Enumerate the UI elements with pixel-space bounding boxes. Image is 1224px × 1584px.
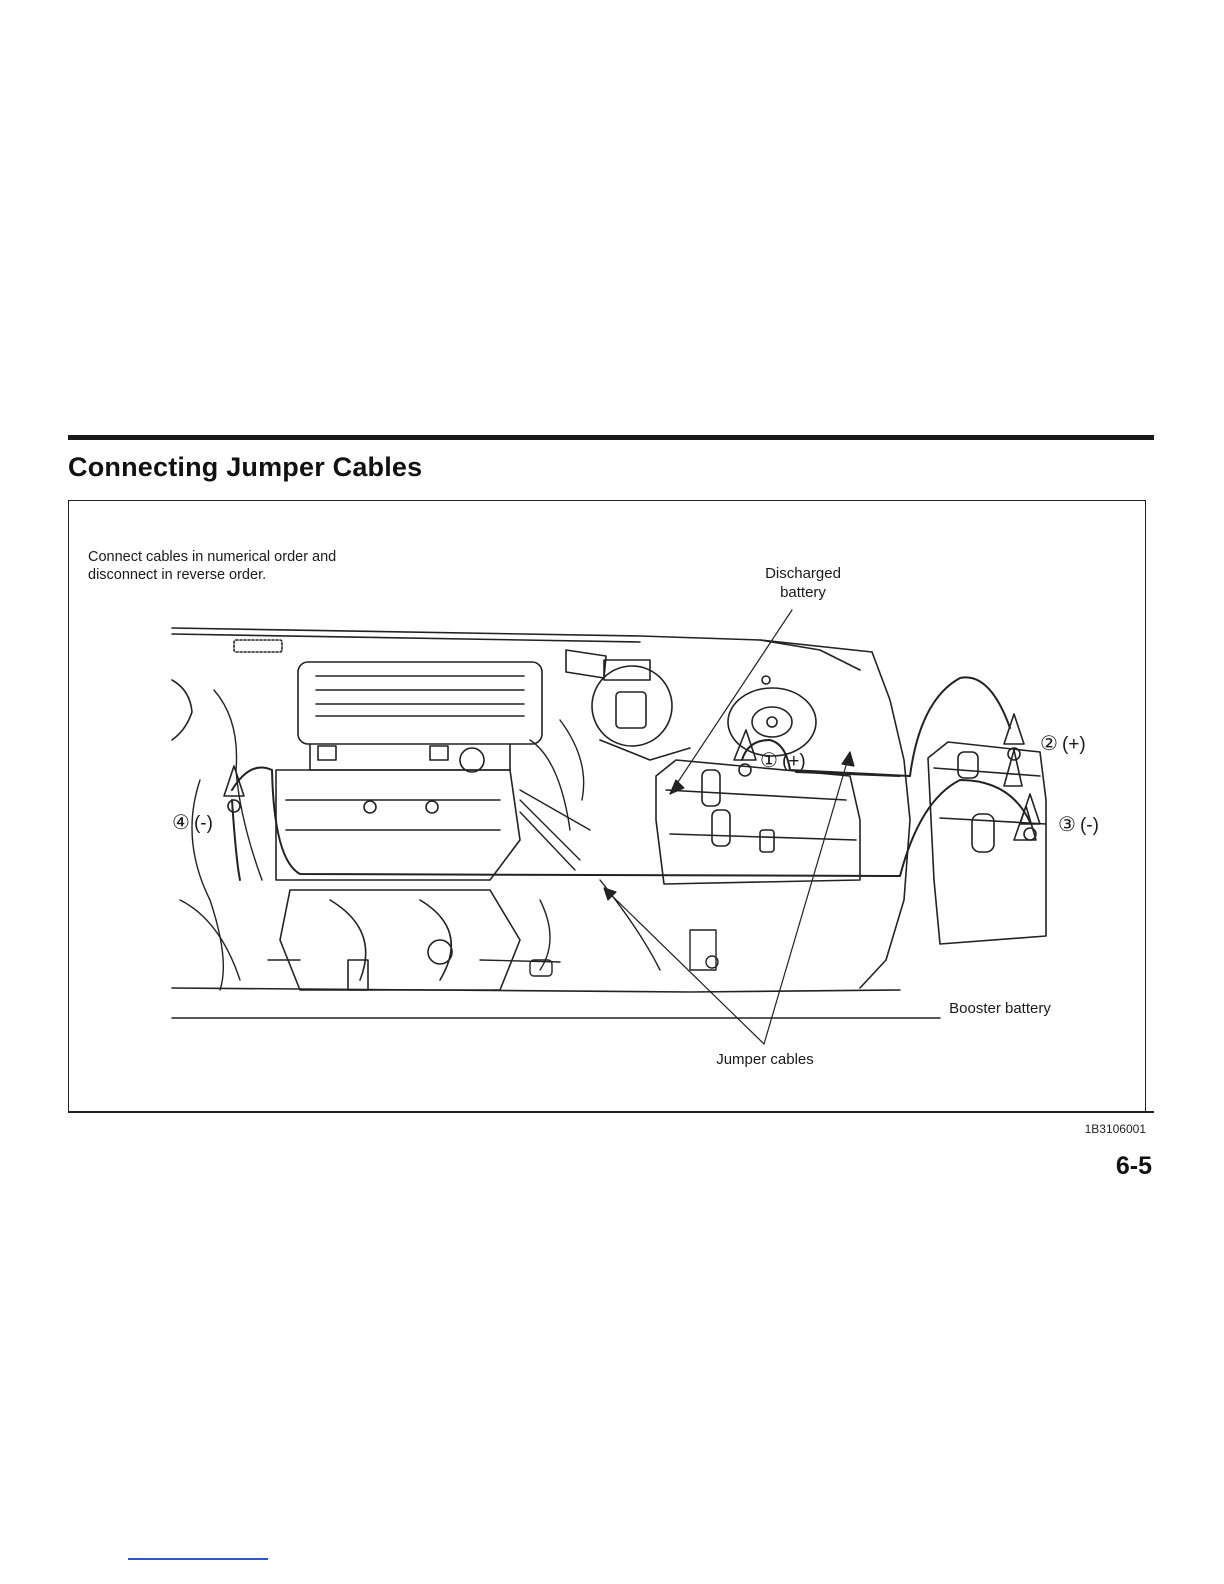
jumper-cables-label: Jumper cables xyxy=(705,1050,825,1069)
connection-2-sign: (+) xyxy=(1062,734,1086,755)
connection-1-label: ①(+) xyxy=(760,748,806,773)
booster-battery xyxy=(928,742,1046,944)
connection-1-sign: (+) xyxy=(782,751,806,772)
connection-3-number: ③ xyxy=(1058,814,1076,836)
connection-3-sign: (-) xyxy=(1080,815,1099,836)
connection-4-sign: (-) xyxy=(194,813,213,834)
booster-battery-label: Booster battery xyxy=(940,999,1060,1018)
connection-3-label: ③(-) xyxy=(1058,812,1099,837)
jumper-cables xyxy=(232,677,1030,880)
leader-lines xyxy=(604,610,854,1044)
connection-2-number: ② xyxy=(1040,733,1058,755)
page-number: 6-5 xyxy=(1080,1152,1152,1181)
discharged-battery-label: Discharged battery xyxy=(743,564,863,602)
instruction-text: Connect cables in numerical order and di… xyxy=(88,548,388,584)
engine-block xyxy=(276,662,542,990)
brake-booster xyxy=(566,650,690,760)
connection-4-number: ④ xyxy=(172,812,190,834)
connection-1-number: ① xyxy=(760,750,778,772)
footer-link-underline xyxy=(128,1558,268,1560)
connection-2-label: ②(+) xyxy=(1040,731,1086,756)
clamps xyxy=(224,714,1040,840)
connection-4-label: ④(-) xyxy=(172,810,213,835)
figure-code: 1B3106001 xyxy=(1040,1122,1146,1136)
